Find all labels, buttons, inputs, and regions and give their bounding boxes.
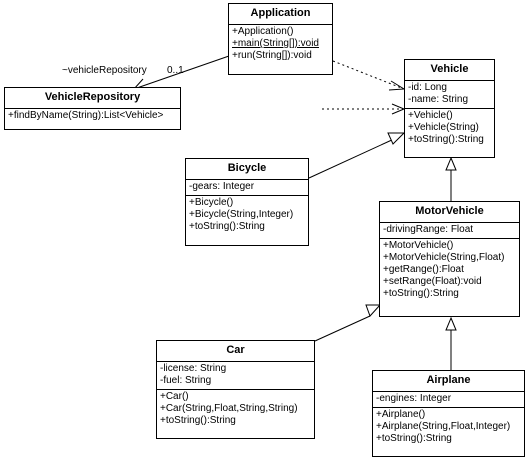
attributes-section: -license: String -fuel: String [157, 362, 314, 390]
generalization-triangle-car [365, 304, 382, 317]
attribute: -engines: Integer [376, 393, 452, 404]
operation: +Vehicle(String) [408, 122, 479, 133]
class-name: Car [157, 341, 314, 362]
generalization-triangle-motorvehicle [445, 156, 457, 171]
class-name: Vehicle [405, 60, 494, 81]
operation: +Car() [160, 391, 189, 402]
operation: +MotorVehicle() [383, 240, 454, 251]
class-name: Bicycle [186, 159, 308, 180]
generalization-triangle-bicycle [387, 132, 406, 145]
association-role-label: ~vehicleRepository [62, 65, 147, 76]
class-bicycle[interactable]: Bicycle -gears: Integer +Bicycle() +Bicy… [185, 158, 309, 246]
class-car[interactable]: Car -license: String -fuel: String +Car(… [156, 340, 315, 439]
operation: +Bicycle(String,Integer) [189, 209, 294, 220]
operation: +findByName(String):List<Vehicle> [8, 110, 164, 121]
operation: +toString():String [408, 134, 484, 145]
operations-section: +Car() +Car(String,Float,String,String) … [157, 390, 314, 429]
operations-section: +MotorVehicle() +MotorVehicle(String,Flo… [380, 239, 519, 302]
attribute: -fuel: String [160, 375, 212, 386]
class-application[interactable]: Application +Application() +main(String[… [228, 3, 333, 75]
operation: +Airplane() [376, 409, 426, 420]
class-motor-vehicle[interactable]: MotorVehicle -drivingRange: Float +Motor… [379, 201, 520, 317]
class-airplane[interactable]: Airplane -engines: Integer +Airplane() +… [372, 370, 525, 457]
dependency-line-application-vehicle [332, 60, 405, 90]
attributes-section: -id: Long -name: String [405, 81, 494, 109]
generalization-line-bicycle [308, 138, 395, 179]
association-line [133, 55, 230, 90]
operations-section: +Bicycle() +Bicycle(String,Integer) +toS… [186, 196, 308, 235]
attributes-section: -engines: Integer [373, 392, 524, 408]
attribute: -gears: Integer [189, 181, 255, 192]
operations-section: +Airplane() +Airplane(String,Float,Integ… [373, 408, 524, 447]
operation: +getRange():Float [383, 264, 464, 275]
class-vehicle-repository[interactable]: VehicleRepository +findByName(String):Li… [4, 87, 181, 130]
operations-section: +findByName(String):List<Vehicle> [5, 109, 180, 124]
class-name: Application [229, 4, 332, 25]
association-multiplicity-label: 0..1 [167, 65, 184, 76]
attribute: -name: String [408, 94, 469, 105]
attribute: -license: String [160, 363, 227, 374]
attribute: -drivingRange: Float [383, 224, 474, 235]
class-name: MotorVehicle [380, 202, 519, 223]
generalization-line-car [314, 315, 371, 342]
class-name: VehicleRepository [5, 88, 180, 109]
generalization-triangle-airplane [445, 316, 457, 331]
attributes-section: -gears: Integer [186, 180, 308, 196]
operation: +setRange(Float):void [383, 276, 482, 287]
operation-static: +main(String[]):void [232, 38, 319, 49]
operation: +MotorVehicle(String,Float) [383, 252, 505, 263]
operations-section: +Vehicle() +Vehicle(String) +toString():… [405, 109, 494, 148]
dependency-arrowhead-application-vehicle [388, 80, 406, 91]
operation: +Airplane(String,Float,Integer) [376, 421, 511, 432]
attribute: -id: Long [408, 82, 447, 93]
class-vehicle[interactable]: Vehicle -id: Long -name: String +Vehicle… [404, 59, 495, 158]
operation: +toString():String [383, 288, 459, 299]
class-name: Airplane [373, 371, 524, 392]
operation: +Vehicle() [408, 110, 453, 121]
operations-section: +Application() +main(String[]):void +run… [229, 25, 332, 64]
operation: +toString():String [376, 433, 452, 444]
attributes-section: -drivingRange: Float [380, 223, 519, 239]
operation: +Bicycle() [189, 197, 234, 208]
operation: +run(String[]):void [232, 50, 312, 61]
operation: +Car(String,Float,String,String) [160, 403, 298, 414]
operation: +toString():String [189, 221, 265, 232]
operation: +toString():String [160, 415, 236, 426]
operation: +Application() [232, 26, 294, 37]
